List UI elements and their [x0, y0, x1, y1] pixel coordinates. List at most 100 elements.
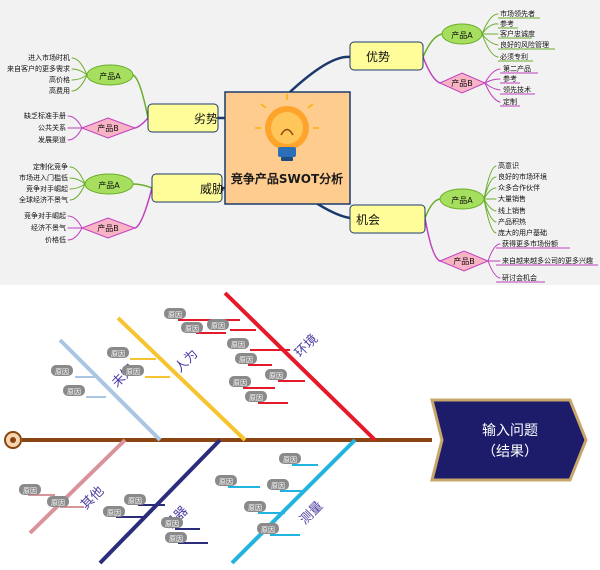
leaf-item: 领先技术: [503, 85, 531, 94]
connector-lines: [67, 13, 501, 279]
cause-tag: 原因: [124, 494, 146, 505]
leaf-item: 缺乏标准手册: [24, 111, 66, 120]
cause-tag: 原因: [122, 365, 144, 376]
leaf-item: 定制化竞争: [33, 162, 68, 171]
bone-environment: 环境: [178, 291, 377, 442]
leaf-item: 获得更多市场份额: [502, 239, 558, 248]
branch-strengths-label: 优势: [366, 50, 390, 64]
leaf-item: 公共关系: [38, 123, 66, 132]
strengths-product-b-label: 产品B: [451, 78, 473, 88]
leaf-item: 市场进入门槛低: [19, 173, 68, 182]
leaf-item: 高意识: [498, 161, 519, 170]
leaf-items: 市场领先者 参考 客户忠诚度 良好的风险管理 必须专利 第二产品 参考 领先技术…: [7, 9, 593, 282]
leaf-item: 第二产品: [503, 64, 531, 73]
weaknesses-product-b-label: 产品B: [97, 123, 119, 133]
cause-tag-label: 原因: [126, 368, 140, 376]
leaf-item: 必须专利: [500, 52, 528, 61]
bone-machine: 机器: [98, 438, 222, 565]
branch-threats-label: 威胁: [200, 181, 224, 196]
cause-tag-label: 原因: [128, 497, 142, 505]
leaf-item: 高费用: [49, 86, 70, 95]
leaf-item: 良好的市场环境: [498, 172, 547, 181]
cause-tag-label: 原因: [111, 350, 125, 358]
cause-tag-label: 原因: [219, 478, 233, 486]
cause-tag-label: 原因: [185, 325, 199, 333]
leaf-item: 客户忠诚度: [500, 29, 535, 38]
branch-weaknesses-label: 劣势: [194, 112, 218, 126]
leaf-item: 参考: [500, 19, 514, 28]
cause-tag-label: 原因: [231, 341, 245, 349]
head-label-line2: （结果）: [482, 444, 538, 460]
opportunities-product-a: 产品A: [439, 188, 485, 210]
cause-tag: 原因: [19, 484, 41, 495]
cause-tag-label: 原因: [249, 394, 263, 402]
threats-product-b: 产品B: [80, 217, 137, 239]
cause-tag: 原因: [63, 385, 85, 396]
cause-tag: 原因: [107, 347, 129, 358]
leaf-item: 价格低: [45, 235, 66, 244]
cause-tag-label: 原因: [169, 535, 183, 543]
leaf-item: 参考: [503, 74, 517, 83]
cause-tag-label: 原因: [269, 372, 283, 380]
leaf-item: 线上销售: [498, 206, 526, 215]
cause-tag-label: 原因: [248, 504, 262, 512]
fishbone-head: 输入问题 （结果）: [430, 398, 588, 482]
leaf-item: 经济不景气: [31, 223, 66, 232]
branch-opportunities: 机会: [349, 204, 426, 234]
cause-tag: 原因: [257, 523, 279, 534]
opportunities-product-b: 产品B: [438, 250, 490, 272]
strengths-product-b: 产品B: [438, 72, 487, 94]
cause-tag: 原因: [47, 496, 69, 507]
cause-tags: 原因原因原因原因原因原因原因原因原因原因原因原因原因原因原因原因原因原因原因原因…: [19, 308, 301, 543]
cause-tag: 原因: [267, 479, 289, 490]
branch-opportunities-label: 机会: [356, 213, 380, 227]
cause-tag-label: 原因: [67, 388, 81, 396]
cause-tag: 原因: [165, 532, 187, 543]
center-title: 竞争产品SWOT分析: [231, 171, 343, 186]
cause-tag: 原因: [207, 319, 229, 330]
weaknesses-product-b: 产品B: [80, 117, 137, 139]
leaf-item: 来自越来越多公司的更多兴趣: [502, 256, 593, 265]
cause-tag: 原因: [164, 308, 186, 319]
leaf-item: 大量销售: [498, 194, 526, 203]
cause-tag: 原因: [181, 322, 203, 333]
leaf-item: 进入市场时机: [28, 53, 70, 62]
branch-threats: 威胁: [151, 173, 224, 203]
leaf-item: 产品积热: [498, 217, 526, 226]
cause-tag: 原因: [227, 338, 249, 349]
weaknesses-product-a: 产品A: [86, 64, 134, 86]
leaf-item: 研讨会机会: [502, 273, 537, 282]
spine: [4, 431, 432, 449]
threats-product-a-label: 产品A: [98, 180, 120, 190]
leaf-item: 竞争对手崛起: [24, 211, 66, 220]
leaf-item: 来自客户的更多需求: [7, 64, 70, 73]
cause-tag-label: 原因: [23, 487, 37, 495]
strengths-product-a-label: 产品A: [451, 30, 473, 40]
cause-tag: 原因: [51, 365, 73, 376]
cause-tag-label: 原因: [239, 356, 253, 364]
leaf-item: 发展渠道: [38, 135, 66, 144]
cause-tag: 原因: [103, 506, 125, 517]
cause-tag-label: 原因: [168, 311, 182, 319]
cause-tag-label: 原因: [51, 499, 65, 507]
cause-tag: 原因: [235, 353, 257, 364]
opportunities-product-b-label: 产品B: [453, 256, 475, 266]
swot-mindmap: 竞争产品SWOT分析 优势 劣势 威胁 机会 产品A 产品B: [0, 0, 600, 285]
strengths-product-a: 产品A: [441, 23, 483, 45]
bone-human: 人为: [116, 316, 247, 442]
leaf-underlines: [496, 17, 598, 283]
leaf-item: 庞大的用户基础: [498, 228, 547, 237]
lightbulb-icon: [255, 94, 319, 161]
branch-weaknesses: 劣势: [147, 103, 219, 133]
leaf-item: 市场领先者: [500, 9, 535, 18]
leaf-item: 定制: [503, 97, 517, 106]
bone-other: 其他: [28, 438, 127, 535]
threats-product-a: 产品A: [84, 173, 134, 195]
cause-tag-label: 原因: [283, 456, 297, 464]
cause-tag-label: 原因: [271, 482, 285, 490]
cause-tag-label: 原因: [165, 520, 179, 528]
branch-strengths: 优势: [349, 41, 424, 71]
leaf-item: 良好的风险管理: [500, 40, 549, 49]
cause-tag: 原因: [265, 369, 287, 380]
bone-environment-label: 环境: [292, 332, 321, 361]
